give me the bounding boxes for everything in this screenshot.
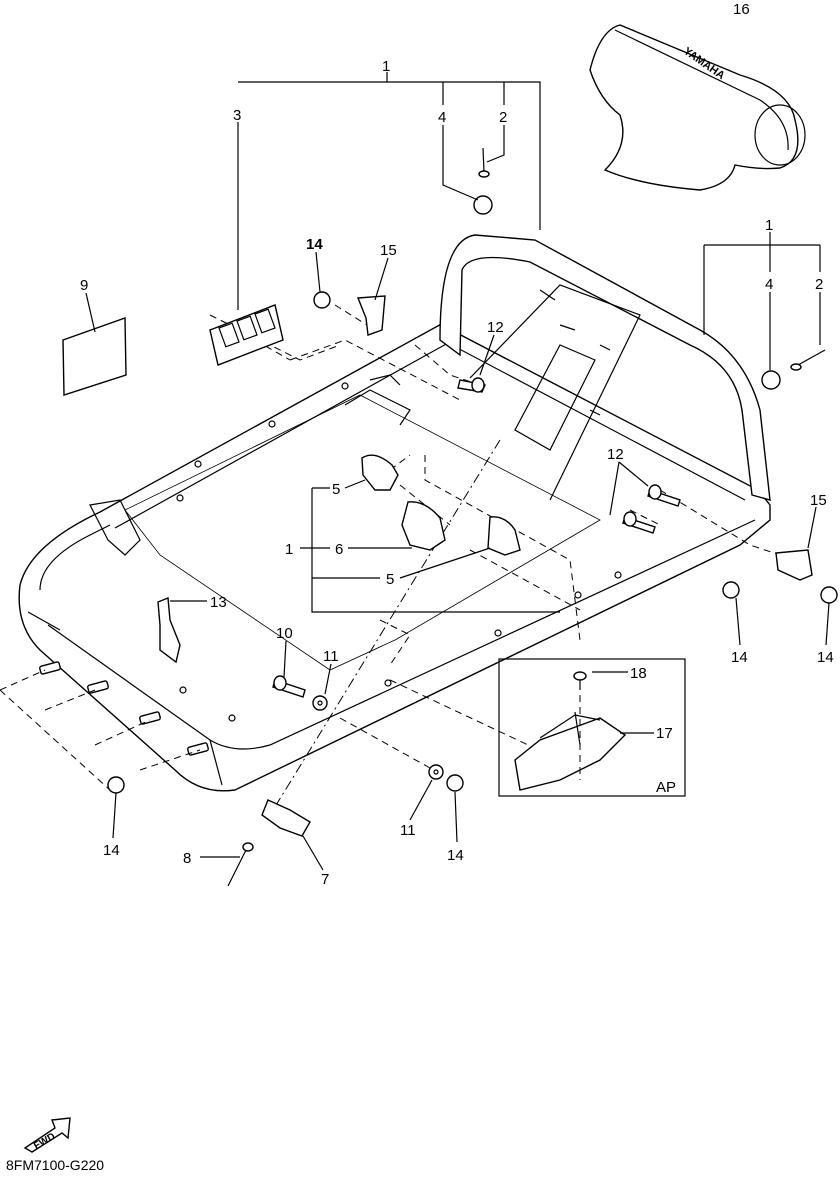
callout-15-right: 15 bbox=[810, 492, 827, 509]
cover-part-16: YAMAHA bbox=[589, 24, 806, 191]
callout-5-a: 5 bbox=[332, 481, 340, 498]
decal-part-9 bbox=[62, 317, 127, 396]
fwd-label: FWD bbox=[32, 1131, 57, 1152]
callout-16: 16 bbox=[733, 1, 750, 18]
callout-8: 8 bbox=[183, 850, 191, 867]
callout-13: 13 bbox=[210, 594, 227, 611]
callout-1-mid: 1 bbox=[285, 541, 293, 558]
callout-11-a: 11 bbox=[323, 648, 339, 665]
figure-code: 8FM7100-G220 bbox=[6, 1157, 104, 1173]
callout-numbers: 1 3 4 2 16 1 4 2 14 15 9 12 12 15 5 1 6 … bbox=[80, 1, 834, 888]
frame-assembly bbox=[18, 234, 771, 792]
callout-17: 17 bbox=[656, 725, 673, 742]
callout-14-left: 14 bbox=[103, 842, 120, 859]
callout-14-bottom: 14 bbox=[447, 847, 464, 864]
callout-11-b: 11 bbox=[400, 822, 416, 839]
callout-2-right: 2 bbox=[815, 276, 823, 293]
callout-1-right: 1 bbox=[765, 217, 773, 234]
callout-14-r2: 14 bbox=[817, 649, 834, 666]
callout-5-b: 5 bbox=[386, 571, 394, 588]
callout-12-b: 12 bbox=[607, 446, 624, 463]
callout-4-right: 4 bbox=[765, 276, 773, 293]
callout-12-a: 12 bbox=[487, 319, 504, 336]
fwd-arrow-icon: FWD bbox=[23, 1117, 71, 1153]
grille-part-3 bbox=[209, 304, 284, 366]
callout-1-top: 1 bbox=[382, 58, 390, 75]
callout-14-top: 14 bbox=[306, 236, 323, 253]
callout-2-top: 2 bbox=[499, 109, 507, 126]
callout-15-top: 15 bbox=[380, 242, 397, 259]
callout-3: 3 bbox=[233, 107, 241, 124]
callout-7: 7 bbox=[321, 871, 329, 888]
small-parts bbox=[107, 147, 838, 887]
callout-9: 9 bbox=[80, 277, 88, 294]
callout-14-r1: 14 bbox=[731, 649, 748, 666]
callout-4-top: 4 bbox=[438, 109, 446, 126]
ap-inset: AP bbox=[498, 658, 686, 797]
callout-10: 10 bbox=[276, 625, 293, 642]
callout-18: 18 bbox=[630, 665, 647, 682]
leader-lines bbox=[85, 72, 830, 871]
inset-label: AP bbox=[656, 779, 676, 796]
callout-6: 6 bbox=[335, 541, 343, 558]
front-studs bbox=[39, 661, 209, 756]
